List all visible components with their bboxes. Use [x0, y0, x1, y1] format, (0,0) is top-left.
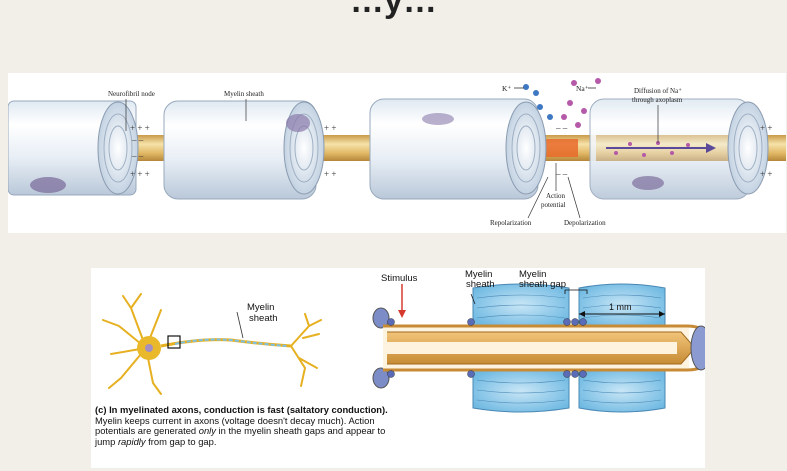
label-neuron-myelin-1: Myelin	[247, 302, 274, 313]
svg-text:+ +: + +	[324, 169, 336, 179]
label-na-ion: Na⁺	[576, 84, 589, 93]
neuron-drawing	[102, 293, 322, 395]
myelin-segment-2	[163, 100, 325, 200]
label-repolarization: Repolarization	[490, 219, 532, 227]
label-bp-myelin-2: sheath	[466, 279, 495, 290]
axon-end-cap	[690, 325, 705, 371]
label-bp-myelin-1: Myelin	[465, 269, 492, 280]
action-potential-zone	[536, 139, 578, 157]
myelinated-axon-illustration: + + + + + + – – – – + + + + – – – – + + + + N…	[7, 73, 786, 233]
caption-rapidly: rapidly	[117, 435, 146, 447]
label-myelin-sheath: Myelin sheath	[224, 90, 264, 98]
slide-title: …y…	[350, 0, 437, 20]
na-ions	[561, 78, 601, 128]
label-gap-2: sheath gap	[519, 279, 566, 290]
node-charges: + + + + + + – – – – + + + + – – – – + + + +	[130, 123, 772, 179]
svg-text:– –: – –	[131, 151, 144, 161]
schwann-nucleus	[632, 176, 664, 190]
caption-only: only	[198, 425, 216, 437]
k-ions	[523, 84, 553, 120]
label-neurofibril-node: Neurofibril node	[108, 90, 155, 98]
label-depolarization: Depolarization	[564, 219, 606, 227]
sheath-left	[372, 307, 390, 389]
caption-p3: from gap to gap.	[145, 435, 217, 447]
gap-bracket	[564, 289, 588, 294]
node-markers	[387, 318, 587, 378]
myelin-segment-3	[369, 98, 547, 200]
label-1mm: 1 mm	[609, 302, 632, 312]
label-k-ion: K⁺	[502, 84, 511, 93]
label-stimulus: Stimulus	[381, 273, 418, 284]
figure-caption: (c) In myelinated axons, conduction is f…	[95, 404, 405, 447]
svg-text:+ +: + +	[324, 123, 336, 133]
myelin-segment-1	[7, 100, 139, 196]
label-gap-1: Myelin	[519, 269, 546, 280]
caption-p1: Myelin keeps current in axons (voltage d…	[95, 414, 375, 437]
label-neuron-myelin-2: sheath	[249, 313, 278, 324]
myelin-segment-4	[589, 98, 769, 200]
label-action-line2: potential	[541, 201, 566, 209]
schwann-nucleus	[422, 113, 454, 125]
label-diffusion-line1: Diffusion of Na⁺	[634, 87, 682, 95]
caption-p2: in the myelin sheath gaps and appear to …	[95, 425, 386, 447]
myelin-sheath-bottom-2	[578, 369, 666, 413]
label-diffusion-line2: through axoplasm	[632, 96, 683, 104]
svg-text:+ + +: + + +	[130, 123, 150, 133]
svg-text:+ + +: + + +	[130, 169, 150, 179]
svg-text:– –: – –	[555, 169, 568, 179]
svg-text:+ +: + +	[760, 123, 772, 133]
svg-text:– –: – –	[555, 123, 568, 133]
svg-text:+ +: + +	[760, 169, 772, 179]
caption-lead: (c) In myelinated axons, conduction is f…	[95, 404, 388, 415]
myelin-sheath-bottom-1	[472, 369, 570, 413]
saltatory-conduction-panel: Stimulus Myelin sheath Myelin sheath gap…	[91, 268, 705, 468]
zoom-box	[167, 335, 181, 349]
label-action-line1: Action	[546, 192, 566, 200]
schwann-nucleus	[286, 114, 310, 132]
schwann-nucleus	[30, 177, 66, 193]
svg-text:– –: – –	[131, 135, 144, 145]
